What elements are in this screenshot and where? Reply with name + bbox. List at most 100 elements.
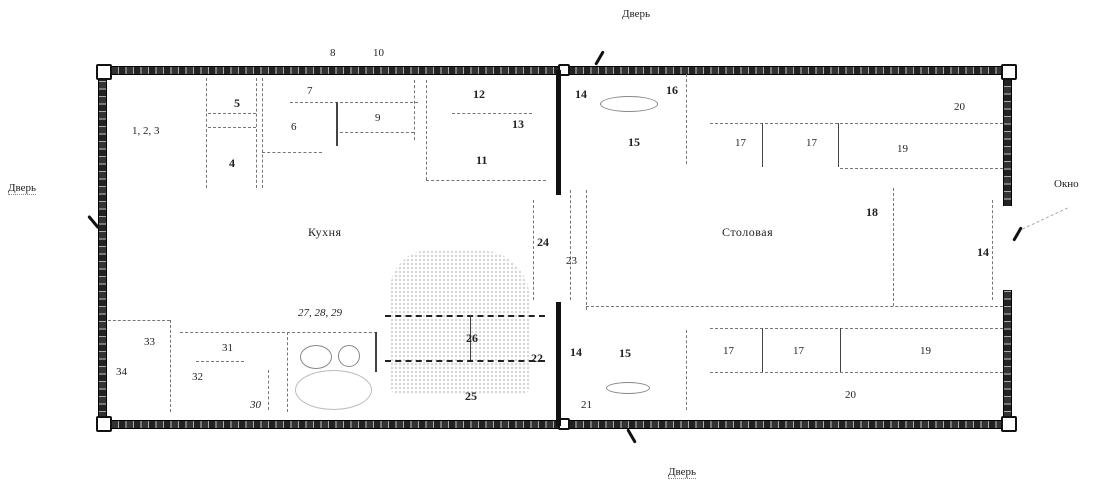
label-20-bottom: 20 [845,389,856,401]
cabinet-outline [268,370,269,410]
sofa-outline [710,372,1003,373]
stair-line [385,315,545,317]
partition-wall-upper [556,70,561,195]
label-14-top: 14 [575,87,587,101]
label-15-top: 15 [628,135,640,149]
label-14-bottom: 14 [570,345,582,359]
bath-divider [375,332,377,372]
label-5: 5 [234,96,240,110]
label-19-top: 19 [897,143,908,155]
sofa-outline [710,123,1003,124]
cabinet-outline [196,361,244,362]
label-12: 12 [473,87,485,101]
cabinet-line [206,78,207,188]
partition-line [686,330,687,410]
label-11: 11 [476,153,488,167]
staircase [390,250,530,395]
label-25: 25 [465,389,477,403]
sofa-divider [838,123,839,167]
sink-shape [338,345,360,367]
column-outline [570,190,571,300]
label-23: 23 [566,255,577,267]
label-32: 32 [192,371,203,383]
stair-rail [470,315,471,360]
counter-line [340,132,414,133]
label-10-top: 10 [373,47,384,59]
round-table-top [600,96,658,112]
cabinet-line [262,78,263,188]
cabinet-outline [180,332,290,333]
stair-line [385,360,545,362]
label-33: 33 [144,336,155,348]
wall-left [98,70,107,426]
label-7: 7 [307,85,313,97]
label-20-top: 20 [954,101,965,113]
counter-divider [336,102,338,146]
label-6: 6 [291,121,297,133]
label-9: 9 [375,112,381,124]
door-label-bottom: Дверь [668,466,697,479]
label-30: 30 [250,399,261,411]
label-18: 18 [866,205,878,219]
column-outline [586,190,587,310]
toilet-shape [295,370,372,410]
label-8: 8 [330,47,336,59]
column-outline [533,200,534,300]
bath-outline [287,332,377,333]
door-arrow-top [594,50,605,66]
fridge-outline [426,80,427,180]
sofa-divider [840,328,841,372]
partition-line [686,74,687,164]
label-14-right: 14 [977,245,989,259]
label-31: 31 [222,342,233,354]
corner-bottom-left [96,416,112,432]
label-27-28-29: 27, 28, 29 [298,307,342,319]
label-19-bottom: 19 [920,345,931,357]
label-15-bottom: 15 [619,346,631,360]
room-label-dining: Столовая [722,225,774,239]
dining-table [586,306,1003,307]
corner-top-left [96,64,112,80]
corner-bottom-right [1001,416,1017,432]
fridge-outline [426,180,546,181]
door-label-top: Дверь [622,8,651,20]
label-17-b: 17 [806,137,817,149]
partition-wall-lower [556,302,561,426]
cabinet-line [256,78,257,188]
label-16: 16 [666,83,678,97]
cabinet-outline [170,320,171,412]
sofa-outline [710,328,1003,329]
label-34: 34 [116,366,127,378]
label-26: 26 [466,331,478,345]
label-17-a: 17 [735,137,746,149]
window-leader [1022,207,1068,230]
door-arrow-bottom [626,428,637,444]
cabinet-line [208,113,256,114]
dining-table [893,188,894,306]
label-24: 24 [537,235,549,249]
label-13: 13 [512,117,524,131]
round-table-bottom [606,382,650,394]
counter-line [290,102,418,103]
label-21: 21 [581,399,592,411]
label-17-c: 17 [723,345,734,357]
counter-line [262,152,322,153]
room-label-kitchen: Кухня [308,225,342,239]
sink-shape [300,345,332,369]
wall-right-upper [1003,70,1012,206]
cabinet-line [208,127,256,128]
label-1-2-3: 1, 2, 3 [132,125,160,137]
window-label-right: Окно [1054,178,1079,190]
window-frame [992,200,993,300]
label-22: 22 [531,351,543,365]
sofa-outline [840,168,1003,169]
wall-right-lower [1003,290,1012,426]
bath-outline [287,332,288,412]
counter-line [414,80,415,140]
fridge-outline [452,113,532,114]
cabinet-outline [108,320,170,321]
label-4: 4 [229,156,235,170]
sofa-divider [762,123,763,167]
door-label-left: Дверь [8,182,37,195]
sofa-divider [762,328,763,372]
